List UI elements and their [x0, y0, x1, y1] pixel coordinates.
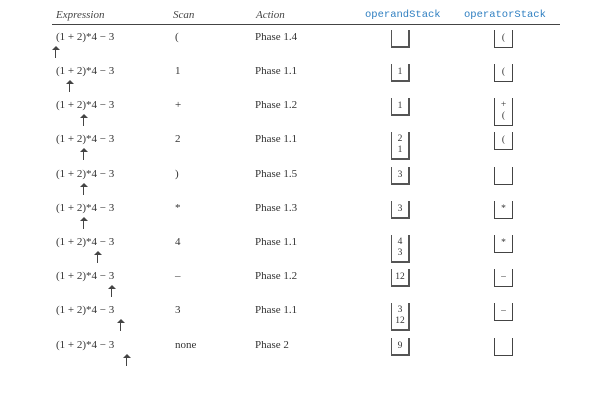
pointer-arrow-icon [123, 354, 131, 366]
scan-cell: none [175, 339, 197, 351]
action-cell: Phase 2 [255, 339, 289, 351]
operator-stack-item: ( [501, 135, 506, 145]
operator-stack-item: ( [501, 33, 506, 43]
header-action: Action [256, 9, 285, 21]
operand-stack-item: 9 [397, 341, 403, 351]
operand-stack: 9 [391, 338, 410, 356]
header-operand-stack: operandStack [365, 9, 441, 21]
expression-cell: (1 + 2)*4 − 3 [56, 65, 115, 77]
pointer-arrow-icon [80, 183, 88, 195]
operator-stack [494, 167, 513, 185]
operator-stack-item: ( [501, 67, 506, 77]
operand-stack: 1 [391, 64, 410, 82]
operand-stack-item: 2 [397, 134, 403, 144]
expression-cell: (1 + 2)*4 − 3 [56, 339, 115, 351]
operator-stack: – [494, 269, 513, 287]
expression-cell: (1 + 2)*4 − 3 [56, 202, 115, 214]
action-cell: Phase 1.2 [255, 99, 298, 111]
operand-stack [391, 30, 410, 48]
operand-stack-item: 1 [397, 101, 403, 111]
operator-stack: ( [494, 64, 513, 82]
pointer-arrow-icon [80, 148, 88, 160]
header-rule [52, 24, 560, 25]
operator-stack-item: * [501, 204, 506, 214]
expression-cell: (1 + 2)*4 − 3 [56, 133, 115, 145]
scan-cell: 1 [175, 65, 181, 77]
pointer-arrow-icon [94, 251, 102, 263]
operator-stack: ( [494, 30, 513, 48]
scan-cell: – [175, 270, 181, 282]
expression-cell: (1 + 2)*4 − 3 [56, 270, 115, 282]
action-cell: Phase 1.2 [255, 270, 298, 282]
operator-stack-item: – [501, 272, 506, 282]
action-cell: Phase 1.4 [255, 31, 298, 43]
operator-stack: +( [494, 98, 513, 126]
expression-cell: (1 + 2)*4 − 3 [56, 304, 115, 316]
expression-cell: (1 + 2)*4 − 3 [56, 31, 115, 43]
action-cell: Phase 1.5 [255, 168, 298, 180]
operand-stack-item: 1 [397, 145, 403, 155]
operand-stack-item: 12 [395, 272, 405, 282]
operator-stack: * [494, 235, 513, 253]
operand-stack-item: 3 [397, 305, 403, 315]
operand-stack: 3 [391, 201, 410, 219]
scan-cell: * [175, 202, 181, 214]
operand-stack-item: 3 [397, 204, 403, 214]
operand-stack-item: 3 [397, 248, 403, 258]
action-cell: Phase 1.3 [255, 202, 298, 214]
scan-cell: ( [175, 31, 179, 43]
operator-stack [494, 338, 513, 356]
action-cell: Phase 1.1 [255, 304, 298, 316]
pointer-arrow-icon [52, 46, 60, 58]
operator-stack: – [494, 303, 513, 321]
operand-stack-item: 1 [397, 67, 403, 77]
operand-stack-item: 12 [395, 316, 405, 326]
operand-stack: 3 [391, 167, 410, 185]
expression-cell: (1 + 2)*4 − 3 [56, 168, 115, 180]
operator-stack-item: + [500, 100, 507, 110]
action-cell: Phase 1.1 [255, 133, 298, 145]
operator-stack: ( [494, 132, 513, 150]
action-cell: Phase 1.1 [255, 236, 298, 248]
header-scan: Scan [173, 9, 195, 21]
action-cell: Phase 1.1 [255, 65, 298, 77]
scan-cell: 3 [175, 304, 181, 316]
scan-cell: 2 [175, 133, 181, 145]
pointer-arrow-icon [66, 80, 74, 92]
operand-stack-item: 4 [397, 237, 403, 247]
operator-stack-item: ( [501, 111, 506, 121]
scan-cell: 4 [175, 236, 181, 248]
operator-stack: * [494, 201, 513, 219]
operand-stack-item: 3 [397, 170, 403, 180]
pointer-arrow-icon [108, 285, 116, 297]
expression-cell: (1 + 2)*4 − 3 [56, 236, 115, 248]
operand-stack: 1 [391, 98, 410, 116]
pointer-arrow-icon [80, 217, 88, 229]
header-operator-stack: operatorStack [464, 9, 546, 21]
operator-stack-item: * [501, 238, 506, 248]
pointer-arrow-icon [80, 114, 88, 126]
scan-cell: + [175, 99, 182, 111]
scan-cell: ) [175, 168, 179, 180]
pointer-arrow-icon [117, 319, 125, 331]
operator-stack-item: – [501, 306, 506, 316]
expression-cell: (1 + 2)*4 − 3 [56, 99, 115, 111]
operand-stack: 12 [391, 269, 410, 287]
header-expression: Expression [56, 9, 105, 21]
